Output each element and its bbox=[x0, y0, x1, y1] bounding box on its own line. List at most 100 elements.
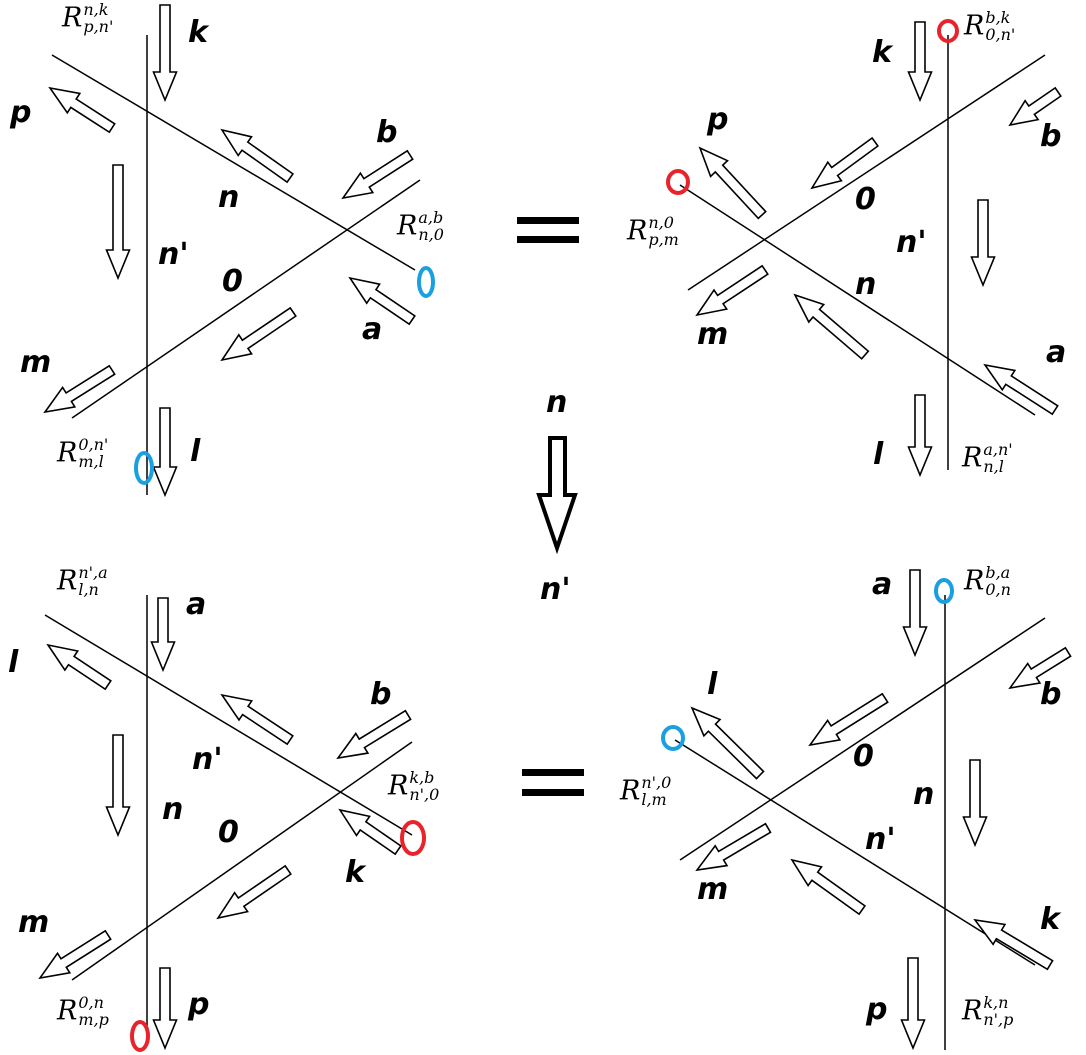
label-k: k bbox=[188, 15, 208, 50]
arrow-b bbox=[341, 149, 414, 200]
label-n: n bbox=[855, 267, 877, 302]
marker-layer bbox=[130, 19, 959, 1052]
label-n: n bbox=[162, 792, 184, 827]
panel-top-right-lines bbox=[679, 35, 1046, 470]
label-b: b bbox=[370, 677, 392, 712]
arrow-k bbox=[338, 808, 402, 856]
label-l: l bbox=[8, 645, 19, 680]
line-b-m bbox=[679, 617, 1046, 861]
line-l-k bbox=[44, 614, 413, 836]
red-marker bbox=[666, 169, 690, 195]
label-n: n bbox=[218, 180, 240, 215]
arrow-n bbox=[220, 128, 295, 184]
arrow-b bbox=[1008, 86, 1062, 127]
line-b-m bbox=[687, 54, 1046, 291]
label-l: l bbox=[190, 434, 201, 469]
label-m: m bbox=[697, 317, 729, 352]
label-l: l bbox=[707, 667, 718, 702]
label-l: l bbox=[873, 437, 884, 472]
label-n-prime: n' bbox=[192, 742, 223, 777]
blue-marker bbox=[417, 266, 435, 298]
red-marker bbox=[130, 1020, 150, 1052]
label-p: p bbox=[866, 992, 888, 1027]
arrow-a bbox=[348, 276, 416, 326]
arrow-m bbox=[43, 364, 116, 414]
line-m-b bbox=[71, 179, 421, 419]
arrow-b bbox=[336, 709, 412, 760]
arrow-l bbox=[46, 643, 112, 691]
arrow-l bbox=[152, 407, 178, 498]
label-p: p bbox=[707, 102, 729, 137]
center-label-n: n bbox=[546, 385, 568, 420]
label-a: a bbox=[362, 312, 383, 347]
panel-bottom-left-lines bbox=[44, 595, 413, 1040]
arrow-a bbox=[983, 363, 1059, 416]
label-n: n bbox=[913, 777, 935, 812]
arrow-k bbox=[907, 21, 933, 103]
red-marker bbox=[937, 19, 959, 43]
arrow-n-prime bbox=[970, 199, 996, 288]
line-p-a bbox=[679, 184, 1036, 416]
red-marker bbox=[400, 820, 426, 856]
arrow-m bbox=[38, 929, 112, 980]
arrow-p bbox=[152, 967, 178, 1051]
label-zero: 0 bbox=[855, 182, 876, 217]
arrow-p bbox=[900, 957, 926, 1051]
arrow-zero bbox=[810, 136, 880, 190]
arrow-n-prime bbox=[105, 164, 131, 281]
transition-arrow bbox=[536, 436, 578, 555]
arrow-n bbox=[793, 293, 870, 360]
label-zero: 0 bbox=[222, 264, 243, 299]
label-a: a bbox=[186, 587, 207, 622]
arrow-zero bbox=[808, 692, 889, 747]
label-m: m bbox=[697, 872, 729, 907]
arrow-layer bbox=[38, 4, 1072, 1051]
label-zero: 0 bbox=[218, 815, 239, 850]
label-p: p bbox=[10, 95, 32, 130]
label-k: k bbox=[345, 855, 365, 890]
arrow-a bbox=[902, 569, 928, 658]
label-b: b bbox=[1040, 677, 1062, 712]
equals-bar-bottom-1 bbox=[522, 769, 584, 776]
arrow-a bbox=[150, 597, 176, 673]
panel-bottom-right-lines bbox=[674, 595, 1046, 1050]
line-l-k bbox=[674, 739, 1036, 966]
arrow-k bbox=[152, 4, 178, 103]
label-m: m bbox=[20, 345, 52, 380]
blue-marker bbox=[134, 451, 154, 485]
line-m-b bbox=[71, 741, 413, 981]
label-n-prime: n' bbox=[865, 822, 896, 857]
panel-top-left-lines bbox=[51, 35, 421, 495]
label-m: m bbox=[18, 905, 50, 940]
line-p-a bbox=[51, 54, 416, 271]
arrow-m bbox=[695, 264, 769, 317]
label-p: p bbox=[188, 987, 210, 1022]
arrow-zero bbox=[220, 306, 297, 362]
label-zero: 0 bbox=[853, 739, 874, 774]
arrow-p bbox=[48, 86, 116, 134]
blue-marker bbox=[934, 578, 954, 604]
label-b: b bbox=[1040, 119, 1062, 154]
equals-bar-top-1 bbox=[517, 217, 579, 224]
arrow-zero bbox=[216, 864, 292, 920]
arrow-n bbox=[962, 759, 988, 848]
arrow-n-prime bbox=[790, 858, 867, 916]
arrow-b bbox=[1008, 646, 1072, 690]
label-k: k bbox=[1040, 902, 1060, 937]
blue-marker bbox=[661, 725, 685, 751]
label-a: a bbox=[872, 567, 893, 602]
arrow-l bbox=[907, 394, 933, 478]
equals-bar-bottom-2 bbox=[522, 789, 584, 796]
center-label-n-prime: n' bbox=[540, 572, 571, 607]
